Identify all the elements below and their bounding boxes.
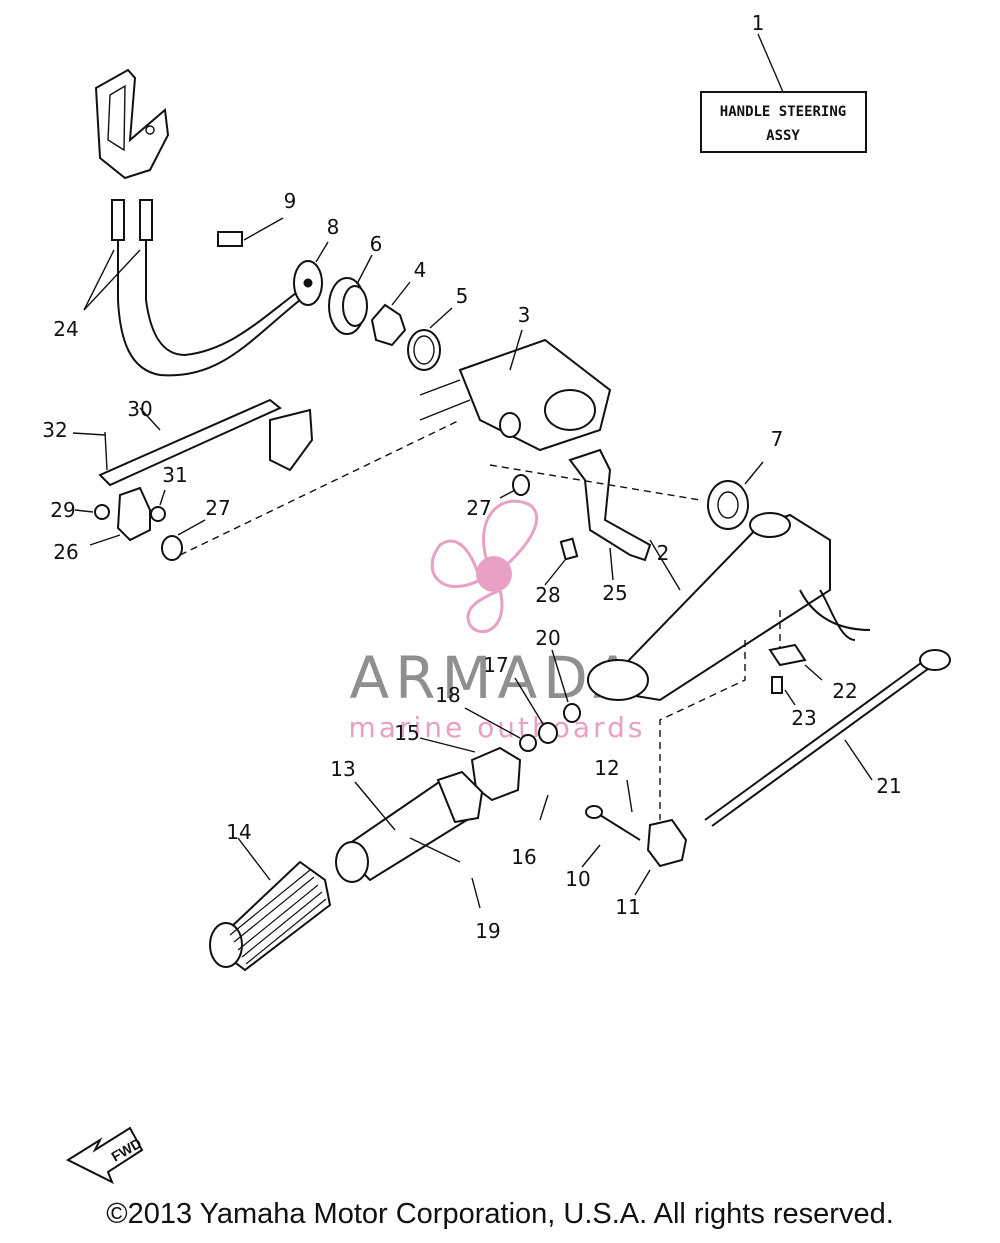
- friction-adjuster: [581, 779, 688, 896]
- watermark-name: ARMADA: [349, 644, 638, 712]
- callout-4: 4: [414, 258, 427, 282]
- callout-5: 5: [456, 284, 469, 308]
- watermark-tagline: marine outboards: [349, 711, 646, 744]
- callout-17: 17: [483, 653, 508, 677]
- callout-29: 29: [50, 498, 75, 522]
- plate-and-screw: [768, 643, 823, 706]
- callout-10: 10: [565, 867, 590, 891]
- callout-11: 11: [615, 895, 640, 919]
- fwd-arrow-icon: FWD: [65, 1126, 144, 1185]
- callout-14: 14: [226, 820, 251, 844]
- assembly-label: HANDLE STEERING ASSY: [700, 33, 867, 153]
- grip-cover: [209, 837, 332, 972]
- bracket-part: [94, 68, 170, 180]
- assembly-title: HANDLE STEERING: [720, 104, 846, 120]
- callout-2: 2: [657, 541, 670, 565]
- callout-7: 7: [771, 427, 784, 451]
- callout-3: 3: [518, 303, 531, 327]
- callout-20: 20: [535, 626, 560, 650]
- top-hardware: [217, 217, 453, 371]
- copyright-notice: ©2013 Yamaha Motor Corporation, U.S.A. A…: [106, 1198, 894, 1230]
- callout-25: 25: [602, 581, 627, 605]
- propeller-logo-icon: [430, 499, 538, 634]
- callout-24: 24: [53, 317, 78, 341]
- callout-19: 19: [475, 919, 500, 943]
- throttle-lever: [489, 448, 701, 586]
- callout-23: 23: [791, 706, 816, 730]
- callout-16: 16: [511, 845, 536, 869]
- callout-1: 1: [752, 11, 765, 35]
- callout-9: 9: [284, 189, 297, 213]
- callout-numbers: 1 2 3 4 5 6 7 8 9 10 11 12 13 14 15 16 1…: [42, 11, 901, 943]
- callout-26: 26: [53, 540, 78, 564]
- link-rod-assembly: [72, 398, 461, 561]
- callout-28: 28: [535, 583, 560, 607]
- callout-15: 15: [394, 721, 419, 745]
- callout-13: 13: [330, 757, 355, 781]
- callout-22: 22: [832, 679, 857, 703]
- armada-watermark: ARMADA marine outboards: [349, 499, 646, 744]
- callout-21: 21: [876, 774, 901, 798]
- callout-8: 8: [327, 215, 340, 239]
- steering-bracket-housing: [419, 329, 612, 452]
- callout-31: 31: [162, 463, 187, 487]
- callout-32: 32: [42, 418, 67, 442]
- steering-handle: [587, 512, 871, 820]
- throttle-cables: [83, 199, 301, 377]
- throttle-shaft: [704, 649, 951, 827]
- callout-27-left: 27: [205, 496, 230, 520]
- callout-27-right: 27: [466, 496, 491, 520]
- callout-12: 12: [594, 756, 619, 780]
- callout-30: 30: [127, 397, 152, 421]
- throttle-grip: [335, 770, 484, 909]
- callout-6: 6: [370, 232, 383, 256]
- small-hardware: [419, 649, 581, 821]
- callout-18: 18: [435, 683, 460, 707]
- assembly-subtitle: ASSY: [766, 128, 800, 144]
- washer-part: [707, 461, 764, 530]
